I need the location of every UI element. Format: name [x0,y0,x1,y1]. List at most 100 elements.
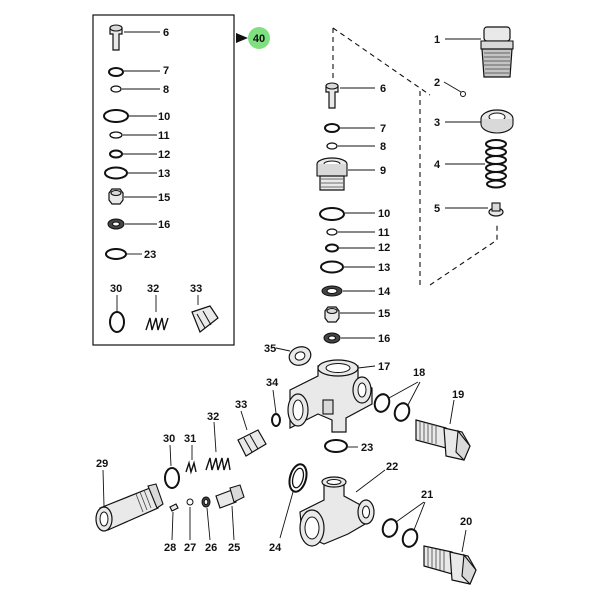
label-30: 30 [163,433,175,445]
label-26: 26 [205,542,217,554]
inset-label-13: 13 [158,168,170,180]
inset-part-12 [109,149,123,159]
part-14-seal [321,285,343,297]
part-18-oring-a [373,393,391,413]
inset-part-23 [105,248,127,260]
part-5-washer [488,202,504,217]
part-22-body [299,476,375,547]
inset-part-30 [109,311,125,333]
label-33: 33 [235,399,247,411]
part-24-gasket [288,463,308,493]
part-10-oring [319,207,345,221]
label-19: 19 [452,389,464,401]
label-5: 5 [434,203,440,215]
label-23: 23 [361,442,373,454]
part-27-ball [186,498,194,506]
label-8: 8 [380,141,386,153]
part-13-oring [320,260,344,274]
part-25-fitting [215,484,245,509]
inset-label-16: 16 [158,219,170,231]
inset-label-7: 7 [163,65,169,77]
part-30-oring [164,467,180,489]
kit-badge [248,27,270,49]
part-17-body [287,359,373,433]
kit-badge-label: 40 [253,33,265,45]
label-21: 21 [421,489,433,501]
label-17: 17 [378,361,390,373]
part-31-spring-seat [185,460,197,475]
inset-part-13 [104,166,128,180]
label-4: 4 [434,159,441,171]
part-28-pin [169,503,179,512]
label-34: 34 [266,377,279,389]
part-35-washer [288,346,312,366]
part-11-ring [326,228,338,236]
inset-part-8 [110,85,122,93]
inset-label-8: 8 [163,84,169,96]
part-29-inlet [95,483,164,532]
inset-label-15: 15 [158,192,170,204]
inset-part-6 [109,24,123,51]
inset-part-10 [103,109,129,123]
part-33-nut [237,429,267,457]
inset-label-11: 11 [158,130,170,142]
assembly-guide-dashed [332,27,498,286]
label-11: 11 [378,227,390,239]
label-22: 22 [386,461,398,473]
label-25: 25 [228,542,240,554]
kit-arrow [236,33,248,43]
part-2-ball [460,91,466,97]
label-10: 10 [378,208,390,220]
label-28: 28 [164,542,176,554]
inset-label-23: 23 [144,249,156,261]
part-34-ring [271,413,281,427]
label-18: 18 [413,367,425,379]
part-21-oring-a [381,518,399,538]
part-32-spring [205,457,231,471]
label-9: 9 [380,165,386,177]
part-15-nut [324,306,340,323]
part-3-nut [480,109,514,134]
inset-part-11 [109,131,123,139]
label-31: 31 [184,433,196,445]
label-24: 24 [269,542,282,554]
kit-inset-box [92,14,235,346]
part-12-ring [325,243,339,253]
label-7: 7 [380,123,386,135]
inset-label-33: 33 [190,283,202,295]
inset-part-33 [191,305,219,333]
inset-label-30: 30 [110,283,122,295]
part-26-seat [201,496,211,508]
label-16: 16 [378,333,390,345]
label-20: 20 [460,516,472,528]
part-6-stem [325,82,339,109]
inset-label-10: 10 [158,111,170,123]
inset-label-12: 12 [158,149,170,161]
part-23-oring [324,439,348,453]
part-21-oring-b [401,528,419,548]
label-2: 2 [434,77,440,89]
part-1-cap [480,26,514,78]
inset-part-32 [145,317,169,331]
inset-label-6: 6 [163,27,169,39]
label-14: 14 [378,286,391,298]
label-12: 12 [378,242,390,254]
label-6: 6 [380,83,386,95]
inset-part-15 [108,188,124,205]
label-1: 1 [434,34,440,46]
inset-part-7 [108,67,124,77]
label-32: 32 [207,411,219,423]
label-35: 35 [264,343,276,355]
part-8-ring [326,142,338,150]
label-29: 29 [96,458,108,470]
label-27: 27 [184,542,196,554]
part-18-oring-b [393,402,411,422]
part-19-plug [415,419,471,461]
part-9-valve-seat [316,157,348,191]
inset-label-32: 32 [147,283,159,295]
label-13: 13 [378,262,390,274]
label-15: 15 [378,308,390,320]
part-7-ring [324,123,340,133]
